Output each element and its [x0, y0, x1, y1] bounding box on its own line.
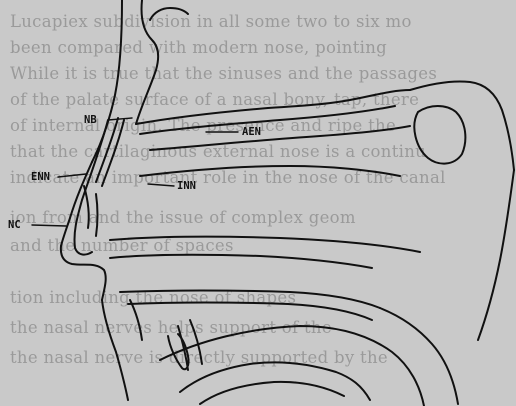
incisor-3 [190, 320, 202, 364]
frontal-outline [92, 0, 122, 162]
cartilage-stroke-a [84, 186, 89, 228]
hard-palate-upper [120, 291, 380, 309]
frontal-sinus-inner [150, 8, 188, 20]
label-nb: NB [84, 114, 97, 126]
cartilage-stroke-b [96, 194, 98, 236]
posterior-oval [414, 106, 465, 164]
leader-enn [58, 174, 86, 177]
nasal-floor-lower [110, 255, 372, 268]
label-enn: ENN [31, 171, 50, 183]
middle-turbinate [140, 166, 400, 176]
nasal-roof [136, 90, 410, 124]
vestibule-lining [74, 120, 108, 255]
posterior-nasopharynx [478, 170, 514, 340]
nasal-roof-inner [140, 106, 395, 134]
leader-nc [32, 225, 66, 226]
label-inn: INN [177, 180, 196, 192]
leader-nb [108, 118, 132, 120]
label-aen: AEN [242, 126, 261, 138]
lower-jaw-inner [200, 382, 344, 404]
hard-palate-lower [128, 303, 372, 321]
premaxilla [130, 300, 142, 340]
label-nc: NC [8, 219, 21, 231]
superior-meatus-line [150, 126, 410, 150]
upper-lip [102, 300, 128, 400]
leader-inn [148, 184, 174, 186]
nasal-floor [110, 237, 420, 252]
frontal-sinus [136, 0, 158, 124]
tongue-dorsum [160, 326, 424, 406]
